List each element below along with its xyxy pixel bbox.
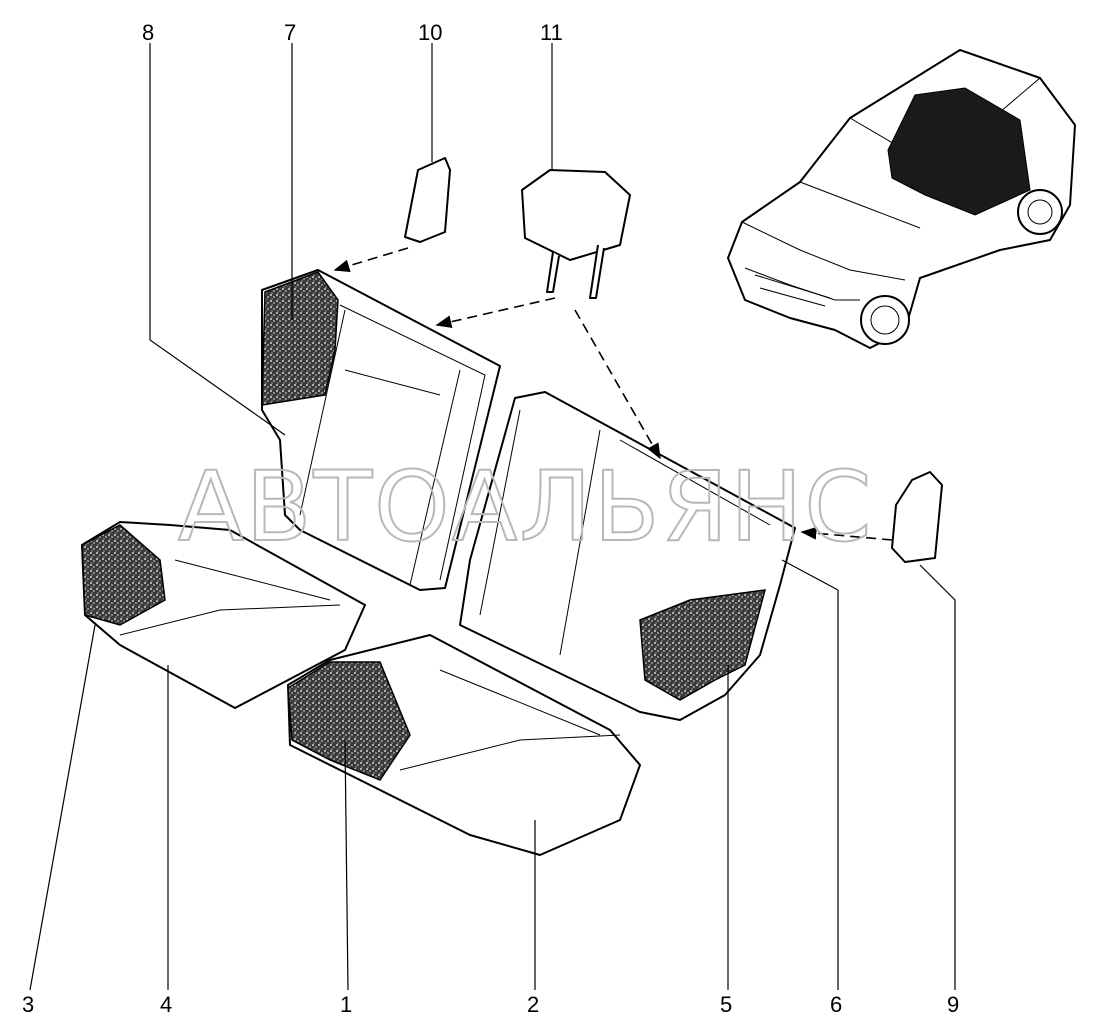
leader-lines [29, 43, 956, 991]
bracket-9 [891, 471, 943, 563]
callout-1: 1 [340, 992, 352, 1017]
bracket-10 [404, 157, 451, 243]
cushion-left-foam [81, 524, 166, 626]
callout-7: 7 [284, 20, 296, 45]
watermark-text: АВТОАЛЬЯНС [178, 451, 873, 563]
callout-numbers: 1 2 3 4 5 6 7 8 9 10 11 [22, 20, 959, 1017]
cushion-left [81, 521, 366, 709]
callout-5: 5 [720, 992, 732, 1017]
callout-2: 2 [527, 992, 539, 1017]
callout-10: 10 [418, 20, 442, 45]
backrest-right-foam [639, 589, 767, 701]
cushion-right-foam [287, 661, 411, 781]
callout-8: 8 [142, 20, 154, 45]
callout-11: 11 [540, 20, 563, 45]
headrest [521, 169, 631, 299]
callout-4: 4 [160, 992, 172, 1017]
callout-3: 3 [22, 992, 34, 1017]
callout-6: 6 [830, 992, 842, 1017]
backrest-right [459, 391, 796, 721]
assembly-arrows [333, 247, 893, 541]
cushion-right [287, 634, 641, 856]
vehicle-illustration [727, 49, 1076, 349]
callout-9: 9 [947, 992, 959, 1017]
backrest-left-foam [261, 271, 339, 406]
